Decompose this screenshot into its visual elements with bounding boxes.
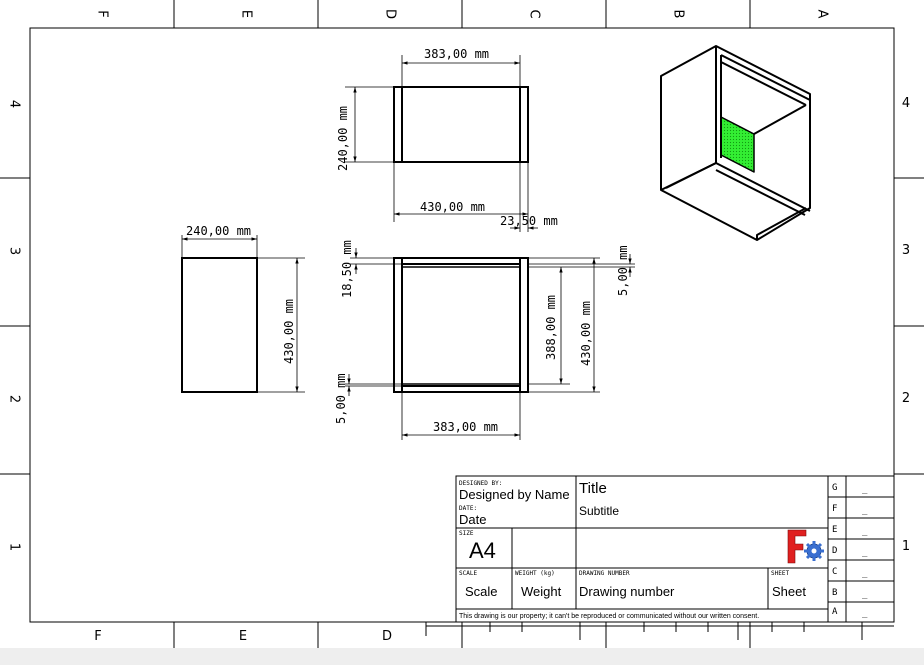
disclaimer-text: This drawing is our property; it can't b…: [459, 613, 759, 620]
dim-side-view-height: 430,00 mm: [282, 299, 296, 364]
revision-table: G _ F _ E _ D _ C _ B _ A _: [832, 483, 868, 619]
designed-by-value: Designed by Name: [459, 487, 570, 502]
sheet-label: SHEET: [771, 570, 789, 577]
drawing-number-value: Drawing number: [579, 584, 675, 599]
side-view-outline: [181, 257, 258, 393]
sheet-value: Sheet: [772, 584, 806, 599]
revision-letter: C: [832, 567, 837, 577]
zone-col-d-bottom: D: [382, 629, 392, 644]
viewer-bottom-strip: [0, 648, 924, 665]
size-label: SIZE: [459, 530, 474, 537]
zone-row-4-right: 4: [902, 96, 910, 111]
zone-row-2-left: 2: [7, 395, 22, 403]
dim-front-right-panel: 5,00 mm: [616, 245, 630, 296]
revision-letter: A: [832, 607, 838, 617]
drawing-number-label: DRAWING NUMBER: [579, 570, 630, 577]
revision-letter: F: [832, 504, 837, 514]
zone-labels-bottom: F E D: [94, 629, 392, 644]
zone-row-4-left: 4: [7, 100, 22, 108]
side-view: [181, 257, 258, 393]
dim-side-view-width: 240,00 mm: [186, 224, 251, 238]
scale-value: Scale: [465, 584, 498, 599]
size-value: A4: [469, 538, 496, 563]
zone-col-c-top: C: [527, 9, 542, 18]
top-view-dimensions: [345, 55, 538, 232]
front-view: [393, 257, 529, 393]
zone-labels-right: 4 3 2 1: [902, 96, 910, 554]
revision-value: _: [862, 548, 868, 558]
weight-label: WEIGHT (kg): [515, 570, 555, 577]
dim-top-view-total: 430,00 mm: [420, 200, 485, 214]
zone-row-3-right: 3: [902, 243, 910, 258]
date-value: Date: [459, 512, 486, 527]
revision-letter: G: [832, 483, 837, 493]
title-text: Title: [579, 480, 607, 497]
revision-letter: E: [832, 525, 837, 535]
zone-col-a-top: A: [815, 10, 830, 19]
subtitle-text: Subtitle: [579, 504, 619, 518]
zone-row-3-left: 3: [7, 247, 22, 255]
revision-value: _: [862, 506, 868, 516]
front-view-outline: [393, 257, 529, 393]
dim-front-top-panel: 18,50 mm: [340, 240, 354, 298]
dim-top-view-width: 383,00 mm: [424, 47, 489, 61]
revision-value: _: [862, 527, 868, 537]
title-block-lines: [425, 475, 895, 640]
dim-front-width: 383,00 mm: [433, 420, 498, 434]
front-view-dimensions: [345, 248, 635, 440]
weight-value: Weight: [521, 584, 562, 599]
zone-col-e-bottom: E: [239, 629, 247, 644]
freecad-logo: [787, 529, 824, 564]
side-view-dimensions: [181, 235, 305, 393]
revision-value: _: [862, 569, 868, 579]
zone-col-f-bottom: F: [94, 629, 101, 644]
designed-by-label: DESIGNED BY:: [459, 480, 502, 487]
isometric-highlight-face: [720, 116, 755, 173]
zone-col-f-top: F: [95, 10, 110, 17]
zone-labels-left: 4 3 2 1: [7, 100, 22, 551]
revision-letter: B: [832, 588, 837, 598]
dim-front-bottom-panel: 5,00 mm: [334, 373, 348, 424]
date-label: DATE:: [459, 505, 477, 512]
top-view: [393, 86, 529, 163]
top-view-outline: [393, 86, 529, 163]
zone-col-e-top: E: [239, 10, 254, 18]
zone-row-2-right: 2: [902, 391, 910, 406]
dim-top-view-height: 240,00 mm: [336, 106, 350, 171]
revision-value: _: [862, 590, 868, 600]
dim-top-view-side: 23,50 mm: [500, 214, 558, 228]
dim-front-total-height: 430,00 mm: [579, 301, 593, 366]
zone-row-1-left: 1: [7, 543, 22, 551]
scale-label: SCALE: [459, 570, 477, 577]
dim-front-inner-height: 388,00 mm: [544, 295, 558, 360]
revision-letter: D: [832, 546, 837, 556]
revision-value: _: [862, 609, 868, 619]
zone-col-b-top: B: [671, 10, 686, 19]
zone-labels-top: F E D C B A: [95, 9, 830, 19]
sheet-frame: [0, 0, 924, 648]
zone-col-d-top: D: [383, 9, 398, 19]
isometric-view: [660, 45, 811, 241]
revision-value: _: [862, 485, 868, 495]
zone-row-1-right: 1: [902, 539, 910, 554]
